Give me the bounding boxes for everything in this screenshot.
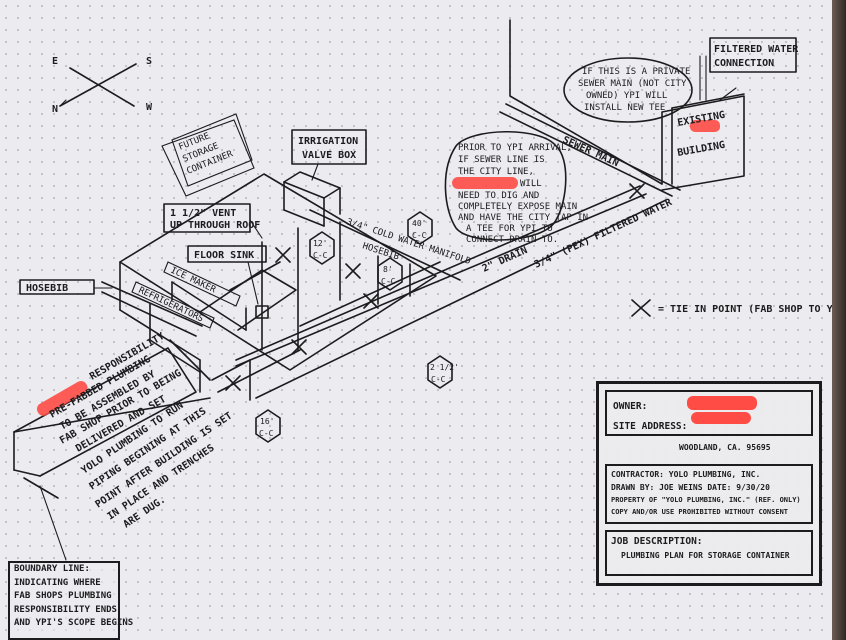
hex-tag-2-5: 2 1/2' C-C [427,355,459,389]
svg-text:C-C: C-C [412,231,427,240]
city-note-5: NEED TO DIG AND [458,191,539,201]
hex-tag-8: 8' C-C [377,257,403,291]
property-of: PROPERTY OF "YOLO PLUMBING, INC." (REF. … [611,496,801,504]
job-description-box: JOB DESCRIPTION: PLUMBING PLAN FOR STORA… [605,530,813,576]
tie-in-point-5 [225,375,241,391]
hose-bib-callout: HOSEBIB [19,279,113,295]
title-block: OWNER: SITE ADDRESS: WOODLAND, CA. 95695… [596,381,822,586]
svg-text:2 1/2': 2 1/2' [430,363,459,372]
city-note-3: THE CITY LINE, [458,167,534,177]
boundary-note-line-2: INDICATING WHERE [14,577,101,588]
filtered-water-connection-2: CONNECTION [714,58,774,69]
existing-building-label-2: BUILDING [677,140,726,159]
city-zip: WOODLAND, CA. 95695 [679,443,771,452]
tie-in-point-1 [275,247,291,263]
city-note-9: CONNECT DRAIN TO. [466,235,558,245]
svg-text:40': 40' [412,219,426,228]
svg-text:1 1/2" VENT: 1 1/2" VENT [170,208,236,219]
irrigation-valve-box-callout: IRRIGATION VALVE BOX [291,129,367,181]
future-storage-callout: FUTURE STORAGE CONTAINER [171,113,253,187]
job-description-label: JOB DESCRIPTION: [611,536,703,547]
svg-text:C-C: C-C [381,277,396,286]
svg-text:VALVE BOX: VALVE BOX [302,150,356,161]
city-note-6: COMPLETELY EXPOSE MAIN [458,202,577,212]
private-sewer-note-1: IF THIS IS A PRIVATE [582,67,690,77]
boundary-note-line-1: BOUNDARY LINE: [14,564,90,574]
table-edge [832,0,846,640]
private-sewer-note-3: OWNED) YPI WILL [586,91,667,101]
tie-in-point-2 [291,339,307,355]
hex-tag-12: 12' C-C [309,231,335,265]
boundary-note-line-5: AND YPI'S SCOPE BEGINS [14,618,134,628]
svg-text:16': 16' [260,417,274,426]
owner-site-box: OWNER: SITE ADDRESS: [605,390,813,436]
svg-text:FLOOR SINK: FLOOR SINK [194,250,254,261]
private-sewer-note: IF THIS IS A PRIVATE SEWER MAIN (NOT CIT… [563,57,693,123]
floor-sink-callout: FLOOR SINK [187,245,267,305]
svg-text:C-C: C-C [313,251,328,260]
svg-text:12': 12' [313,239,327,248]
hex-tag-16: 16' C-C [255,409,281,443]
tie-in-point-4 [363,293,379,309]
private-sewer-note-2: SEWER MAIN (NOT CITY [578,79,687,89]
boundary-note-line-3: FAB SHOPS PLUMBING [14,591,112,601]
hex-tag-40: 40' C-C [407,211,433,245]
private-sewer-note-4: INSTALL NEW TEE [584,103,665,113]
svg-text:HOSEBIB: HOSEBIB [26,283,68,294]
svg-text:C-C: C-C [259,429,274,438]
filtered-water-connection-1: FILTERED WATER [714,44,799,55]
owner-label: OWNER: [613,401,648,412]
city-note-7: AND HAVE THE CITY TAP IN [458,213,588,223]
hose-bib-small-label: HOSEBIB [361,241,400,262]
compass-west: W [146,102,153,113]
svg-text:8': 8' [383,265,393,274]
boundary-leader [39,485,67,561]
filtered-water-connection-label: FILTERED WATER CONNECTION [709,37,799,73]
vent-callout: 1 1/2" VENT UP THROUGH ROOF [163,203,263,239]
tie-in-points: = TIE IN POINT (FAB SHOP TO YPI) [225,183,836,391]
tie-in-point-3 [345,263,361,279]
city-sewer-note: PRIOR TO YPI ARRIVAL, IF SEWER LINE IS T… [444,131,588,245]
city-note-4: WILL [520,179,542,189]
city-note-1: PRIOR TO YPI ARRIVAL, [458,143,572,153]
job-description: PLUMBING PLAN FOR STORAGE CONTAINER [621,551,790,560]
svg-text:IRRIGATION: IRRIGATION [298,136,358,147]
compass-rose: E S N W [52,56,153,115]
site-address-label: SITE ADDRESS: [613,421,688,432]
boundary-line-note: BOUNDARY LINE: INDICATING WHERE FAB SHOP… [8,561,134,640]
drawn-by: DRAWN BY: JOE WEINS DATE: 9/30/20 [611,483,770,492]
city-note-2: IF SEWER LINE IS [458,155,545,165]
site-redaction [691,412,751,424]
svg-text:ICE MAKER: ICE MAKER [169,266,218,296]
compass-south: S [146,56,152,67]
tie-in-legend-text: = TIE IN POINT (FAB SHOP TO YPI) [658,304,836,315]
prefab-plumbing-structure [101,119,461,401]
compass-north: N [52,104,58,115]
svg-text:UP THROUGH ROOF: UP THROUGH ROOF [170,220,260,231]
copy-notice: COPY AND/OR USE PROHIBITED WITHOUT CONSE… [611,508,789,516]
tie-in-legend: = TIE IN POINT (FAB SHOP TO YPI) [631,299,836,317]
owner-redaction [687,396,757,410]
boundary-note-line-4: RESPONSIBILITY ENDS [14,604,117,615]
contractor: CONTRACTOR: YOLO PLUMBING, INC. [611,470,761,479]
compass-east: E [52,56,58,67]
svg-text:REFRIGERATORS: REFRIGERATORS [137,286,205,325]
contractor-box: CONTRACTOR: YOLO PLUMBING, INC. DRAWN BY… [605,464,813,524]
tie-in-point-6 [629,183,645,199]
svg-text:C-C: C-C [431,375,446,384]
city-note-8: A TEE FOR YPI TO [466,224,553,234]
